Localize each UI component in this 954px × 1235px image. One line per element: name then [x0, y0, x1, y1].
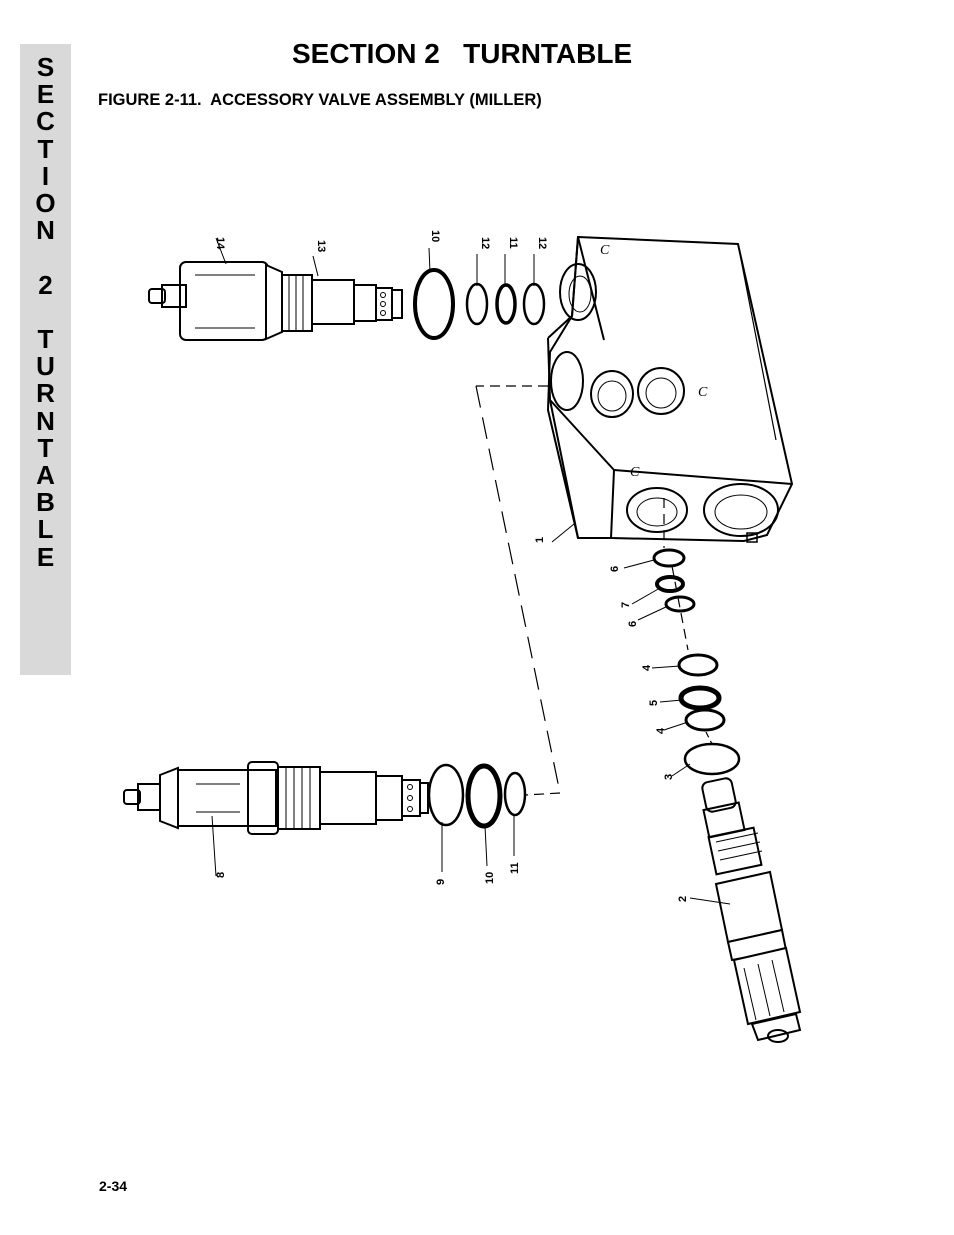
callout-leader-lines — [211, 237, 731, 905]
callout-11-upper: 11 — [507, 237, 519, 249]
callout-6-a: 6 — [609, 566, 621, 572]
svg-text:C: C — [630, 465, 640, 480]
lower-seals — [427, 763, 527, 829]
side-tab-letter: L — [37, 514, 54, 545]
callout-6-b: 6 — [627, 621, 639, 627]
callout-12-upper-b: 12 — [536, 237, 548, 249]
callout-numbers: 14 13 10 12 11 12 1 6 7 6 4 5 4 3 2 8 9 … — [214, 230, 689, 902]
callout-7: 7 — [620, 602, 632, 608]
side-tab-letter: N — [36, 405, 55, 436]
callout-5: 5 — [648, 700, 660, 706]
callout-12-upper-a: 12 — [479, 237, 491, 249]
side-tab-letter: T — [37, 324, 54, 355]
upper-seals — [413, 268, 546, 340]
vertical-cartridge-valve — [701, 777, 802, 1043]
callout-11-lower: 11 — [509, 862, 521, 874]
side-tab-letter: S — [36, 52, 55, 82]
callout-3: 3 — [663, 774, 675, 780]
callout-1: 1 — [534, 537, 546, 543]
upper-cartridge-valve — [148, 261, 403, 341]
side-tab-letter: R — [36, 378, 55, 409]
side-tab-letter: E — [36, 79, 55, 110]
callout-9: 9 — [435, 879, 447, 885]
assembly-center-lines — [475, 385, 713, 796]
callout-14: 14 — [214, 237, 226, 250]
callout-10-upper: 10 — [429, 230, 441, 242]
side-tab-letter: U — [36, 351, 55, 382]
manifold-block: C C C — [546, 235, 794, 543]
page-title: SECTION 2 TURNTABLE — [292, 38, 633, 69]
svg-text:C: C — [600, 243, 610, 258]
vertical-seal-stack — [652, 548, 741, 776]
side-tab-letter: C — [36, 106, 55, 137]
side-tab-letter: E — [36, 541, 55, 572]
callout-4-b: 4 — [655, 727, 667, 734]
side-tab-letter: N — [36, 215, 55, 246]
side-tab-letter: O — [35, 188, 56, 219]
side-tab-letter: A — [36, 460, 55, 491]
figure-caption: FIGURE 2-11. ACCESSORY VALVE ASSEMBLY (M… — [98, 91, 542, 109]
lower-cartridge-valve — [123, 761, 429, 835]
svg-text:C: C — [698, 385, 708, 400]
side-tab-letter: 2 — [38, 269, 53, 300]
callout-4-a: 4 — [641, 664, 653, 671]
side-tab-letter: T — [37, 432, 54, 463]
callout-2: 2 — [677, 896, 689, 902]
callout-8: 8 — [215, 872, 227, 878]
callout-13: 13 — [315, 240, 327, 252]
side-tab-letter: B — [36, 487, 55, 518]
callout-10-lower: 10 — [484, 872, 496, 884]
side-tab-letter: I — [41, 160, 50, 191]
side-tab-letter: T — [37, 133, 54, 164]
page-number: 2-34 — [99, 1178, 128, 1194]
